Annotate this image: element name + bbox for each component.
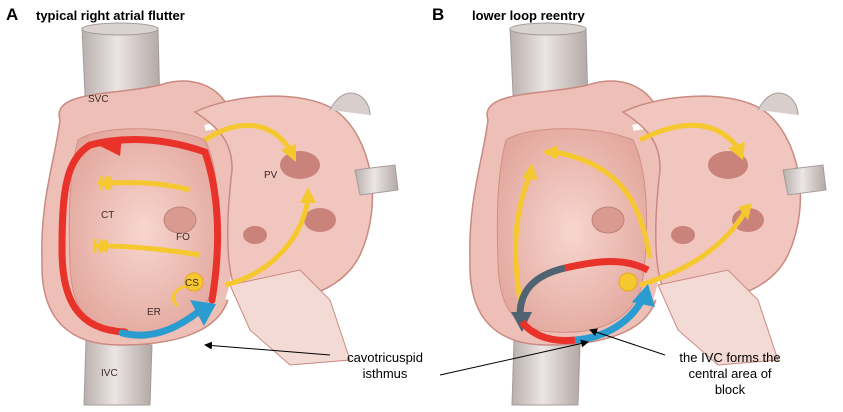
callout-ivc-block: the IVC forms the central area of block <box>655 350 805 398</box>
label-pv: PV <box>264 170 278 181</box>
pv-ostium-2-a <box>304 208 336 232</box>
callout-ivc-line3: block <box>655 382 805 398</box>
ivc-vessel-a <box>84 340 152 405</box>
callout-line-ivc-b <box>590 330 665 355</box>
heart-a <box>42 23 398 405</box>
coronary-sinus-b <box>619 273 637 291</box>
label-ct: CT <box>101 210 114 221</box>
callout-cti-line2: isthmus <box>330 366 440 382</box>
callout-ivc-line1: the IVC forms the <box>655 350 805 366</box>
callout-cti: cavotricuspid isthmus <box>330 350 440 382</box>
panel-a-letter: A <box>6 5 18 25</box>
label-fo: FO <box>176 232 190 243</box>
label-ivc: IVC <box>101 368 118 379</box>
fossa-ovalis-a <box>164 207 196 233</box>
panel-a-title: typical right atrial flutter <box>36 8 185 23</box>
label-cs: CS <box>185 278 199 289</box>
label-er: ER <box>147 307 161 318</box>
panel-b-title: lower loop reentry <box>472 8 585 23</box>
heart-b <box>470 23 826 405</box>
ivc-vessel-b <box>512 340 580 405</box>
callout-cti-line1: cavotricuspid <box>330 350 440 366</box>
panel-b-letter: B <box>432 5 444 25</box>
label-svc: SVC <box>88 94 109 105</box>
pv-ostium-1-a <box>280 151 320 179</box>
callout-ivc-line2: central area of <box>655 366 805 382</box>
